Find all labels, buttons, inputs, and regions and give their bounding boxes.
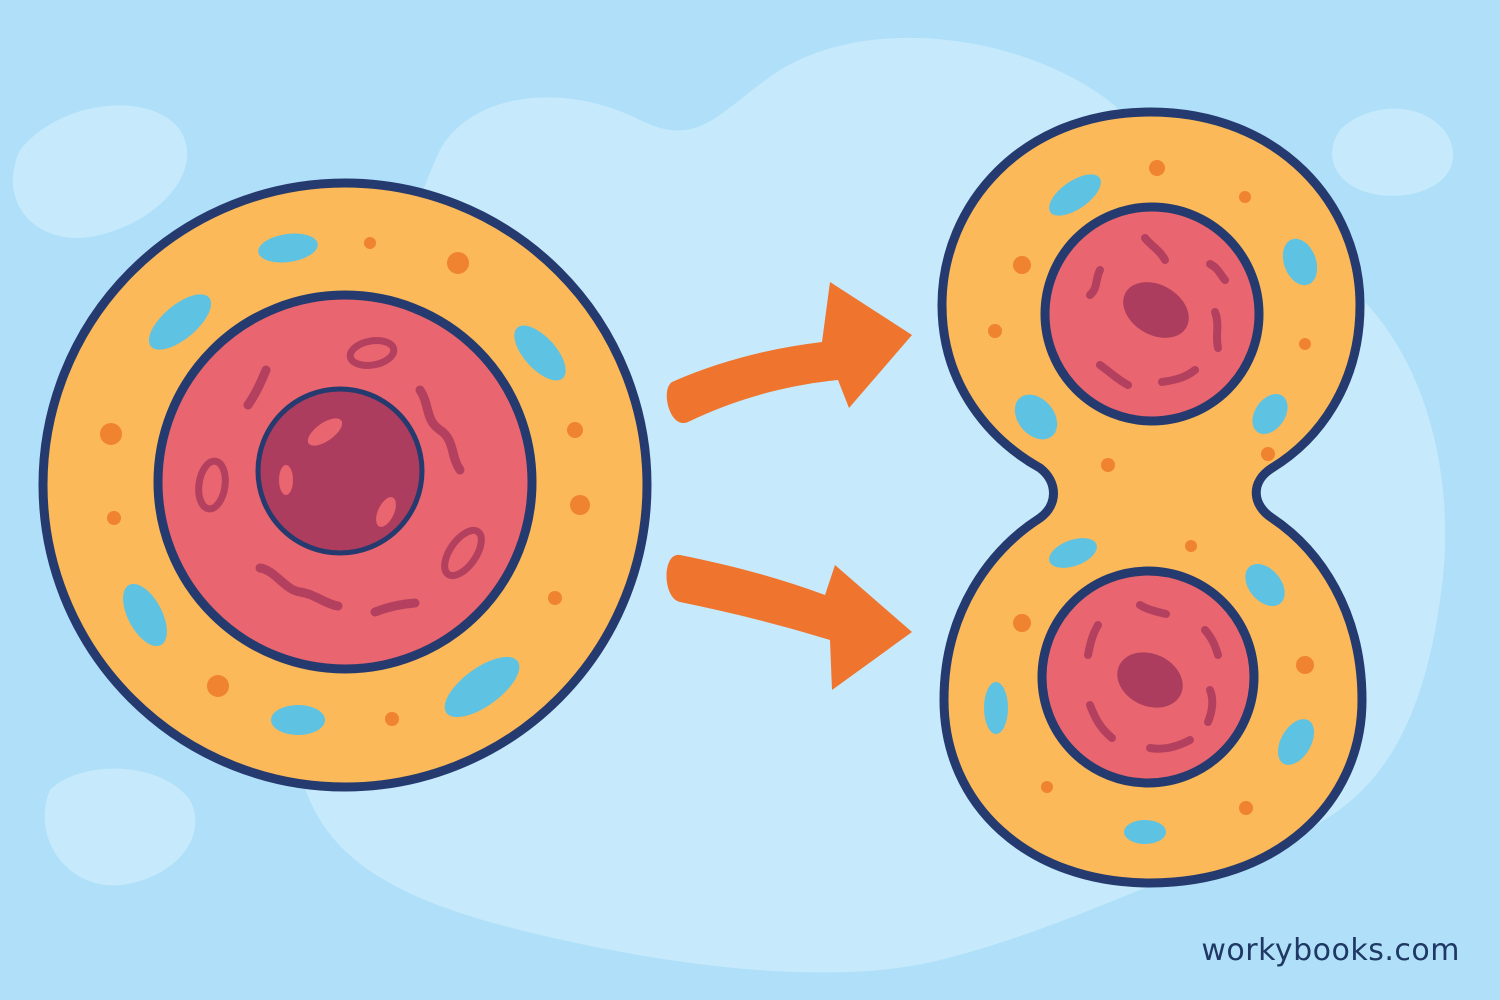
parent-cell-organelles <box>100 233 590 735</box>
arrow-top <box>666 282 912 424</box>
parent-nucleolus <box>255 386 425 556</box>
parent-cell-icon <box>38 178 652 792</box>
parent-nucleus-vesicles <box>195 337 485 580</box>
daughter-nucleus-top <box>1040 202 1264 426</box>
arrow-right-icon <box>666 282 912 690</box>
site-watermark: workybooks.com <box>1201 933 1460 968</box>
arrow-bottom <box>666 554 912 690</box>
daughter-cell-organelles <box>984 160 1318 844</box>
dividing-cell-icon <box>937 107 1367 888</box>
daughter-nucleus-bottom <box>1037 566 1259 788</box>
parent-nucleus-chromatin <box>243 365 465 617</box>
